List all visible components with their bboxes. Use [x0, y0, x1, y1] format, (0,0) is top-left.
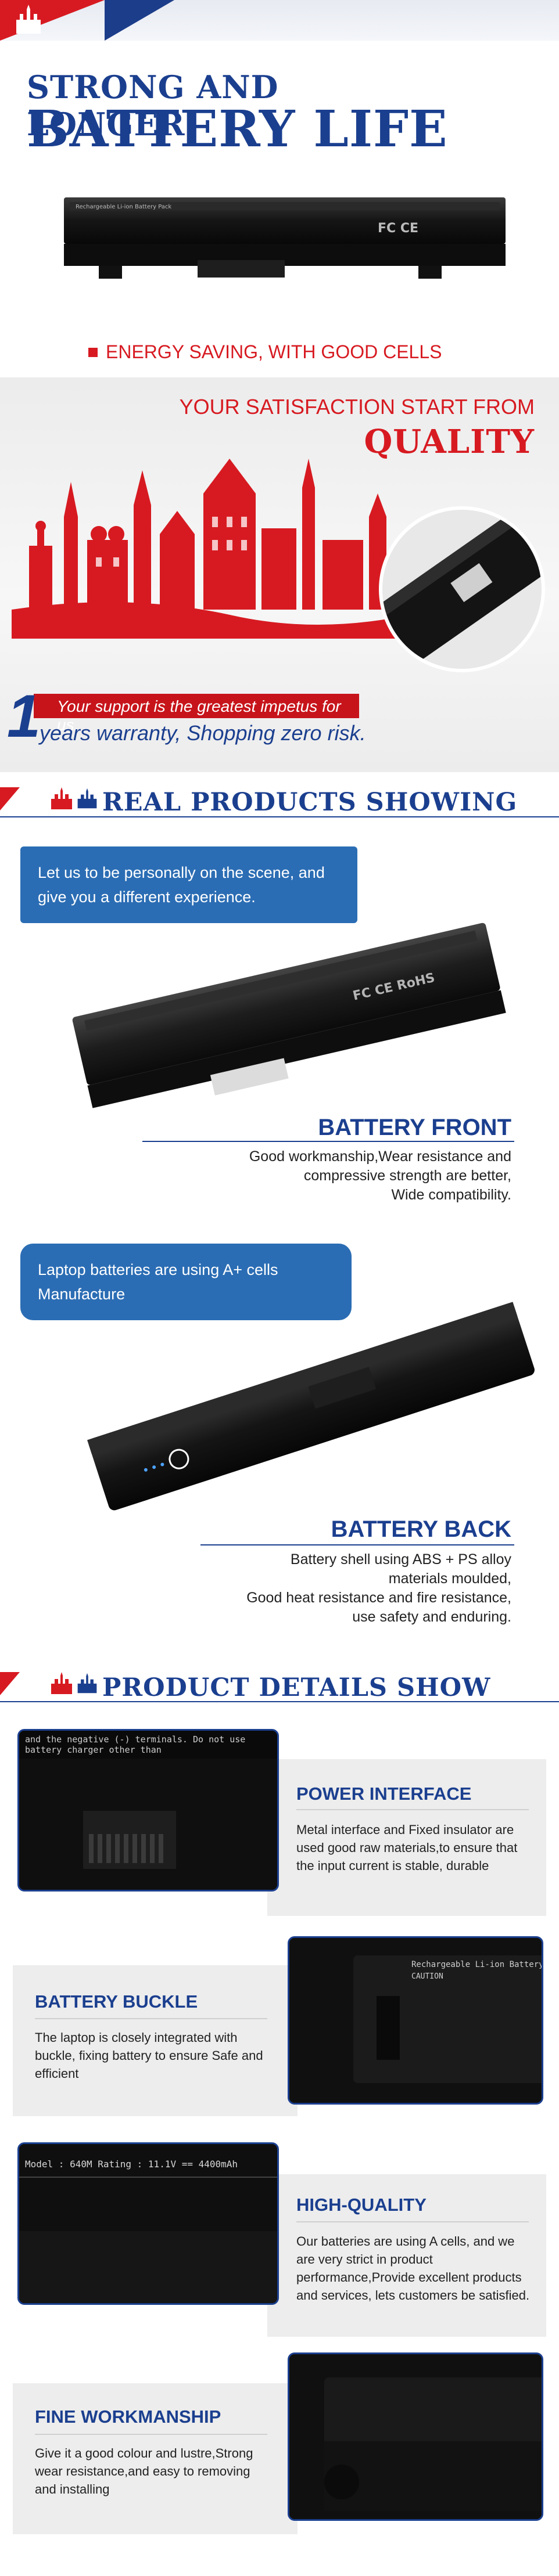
castle-icon — [16, 5, 41, 34]
hero-battery-image: Rechargeable Li-ion Battery Pack FC CE — [64, 197, 506, 279]
hero-battery-label: Rechargeable Li-ion Battery Pack — [76, 204, 171, 210]
hero-tagline: ENERGY SAVING, WITH GOOD CELLS — [88, 341, 542, 363]
detail-text: Our batteries are using A cells, and we … — [296, 2234, 530, 2303]
power-interface-photo: and the negative (-) terminals. Do not u… — [17, 1729, 279, 1892]
cells-callout: Laptop batteries are using A+ cells Manu… — [20, 1244, 352, 1320]
front-line: compressive strength are better, — [303, 1168, 511, 1184]
detail-text: Give it a good colour and lustre,Strong … — [35, 2446, 253, 2496]
product-details-title: PRODUCT DETAILS SHOW — [102, 1673, 491, 1702]
svg-text:FC CE: FC CE — [378, 221, 418, 236]
battery-closeup-circle — [379, 506, 545, 672]
front-line: Wide compatibility. — [391, 1187, 511, 1203]
photo-caption: Rechargeable Li-ion Battery Pack — [411, 1960, 543, 1969]
detail-divider — [296, 2221, 529, 2222]
back-line: Battery shell using ABS + PS alloy — [290, 1551, 511, 1568]
detail-title: POWER INTERFACE — [296, 1784, 472, 1804]
tag-square-icon — [88, 347, 98, 357]
detail-title: HIGH-QUALITY — [296, 2195, 427, 2215]
red-city-skyline-illustration — [12, 459, 453, 639]
photo-caption: CAUTION — [411, 1972, 443, 1981]
quality-headline-big: QUALITY — [364, 423, 535, 461]
battery-back-image — [87, 1302, 535, 1511]
detail-title: FINE WORKMANSHIP — [35, 2406, 221, 2427]
real-products-title: REAL PRODUCTS SHOWING — [102, 788, 518, 817]
battery-back-title: BATTERY BACK — [331, 1516, 511, 1542]
front-callout-line — [142, 1141, 514, 1142]
hero-section — [0, 0, 559, 377]
castle-icon-blue — [76, 786, 101, 810]
intro-callout: Let us to be personally on the scene, an… — [20, 846, 357, 923]
detail-card-bg — [13, 1965, 298, 2116]
detail-title: BATTERY BUCKLE — [35, 1991, 198, 2012]
fine-workmanship-photo — [288, 2352, 543, 2521]
detail-text: The laptop is closely integrated with bu… — [35, 2030, 263, 2081]
back-line: materials moulded, — [388, 1570, 511, 1587]
hero-title-line2: BATTERY LIFE — [27, 100, 448, 158]
castle-icon — [51, 1672, 72, 1694]
high-quality-photo: Model : 640M Rating : 11.1V == 4400mAh — [17, 2142, 279, 2305]
detail-card-bg — [13, 2383, 298, 2534]
battery-back-description: Battery shell using ABS + PS alloy mater… — [163, 1550, 511, 1627]
battery-buckle-photo: Rechargeable Li-ion Battery Pack CAUTION — [288, 1936, 543, 2105]
warranty-number: 1 — [7, 683, 41, 750]
section-rule — [0, 816, 559, 817]
front-line: Good workmanship,Wear resistance and — [249, 1148, 511, 1165]
section-banner-red — [0, 787, 20, 810]
section-rule — [0, 1701, 559, 1702]
castle-icon-blue — [76, 1671, 101, 1695]
corner-blue-decoration — [105, 0, 174, 41]
detail-text: Metal interface and Fixed insulator are … — [296, 1822, 518, 1873]
detail-divider — [296, 1809, 529, 1810]
battery-front-title: BATTERY FRONT — [318, 1115, 511, 1140]
photo-caption: Model : 640M Rating : 11.1V == 4400mAh — [25, 2159, 238, 2170]
back-callout-line — [200, 1544, 514, 1545]
castle-icon — [51, 787, 72, 809]
back-line: use safety and enduring. — [352, 1609, 511, 1625]
battery-front-image: FC CE RoHS — [72, 923, 506, 1108]
hero-tagline-text: ENERGY SAVING, WITH GOOD CELLS — [106, 341, 442, 362]
battery-front-description: Good workmanship,Wear resistance and com… — [163, 1147, 511, 1205]
warranty-text: years warranty, Shopping zero risk. — [40, 721, 366, 745]
detail-card-bg — [267, 2174, 546, 2337]
detail-divider — [35, 2018, 267, 2019]
section-banner-red — [0, 1672, 20, 1695]
detail-divider — [35, 2434, 267, 2435]
back-line: Good heat resistance and fire resistance… — [246, 1590, 511, 1606]
support-banner: Your support is the greatest impetus for… — [34, 694, 359, 734]
hero-title-line1: STRONG AND LONGER — [27, 69, 279, 143]
detail-card-bg — [267, 1759, 546, 1916]
quality-headline: YOUR SATISFACTION START FROM — [179, 395, 535, 419]
